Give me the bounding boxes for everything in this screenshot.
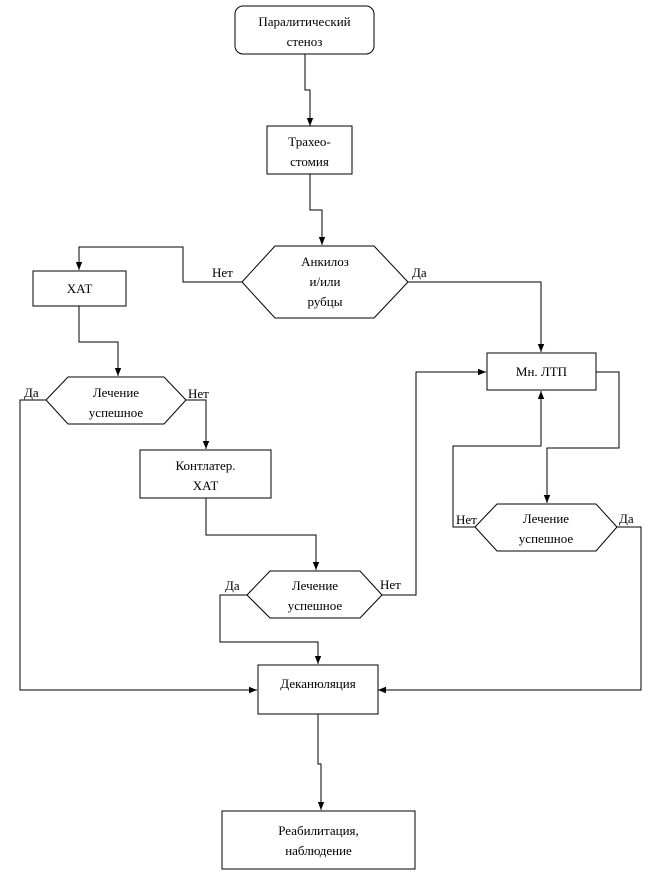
label-treatment-1-no: Нет (188, 386, 209, 401)
node-treatment-1-line-2: успешное (89, 405, 144, 420)
node-stenosis-line-2: стеноз (287, 34, 323, 49)
node-tracheostomy-line-2: стомия (290, 154, 329, 169)
node-hat: ХАТ (32, 270, 127, 307)
edge-treatment1-yes-to-decannulation (19, 399, 257, 694)
node-treatment-2-line-2: успешное (288, 598, 343, 613)
node-decannulation-line-1: Деканюляция (280, 676, 355, 691)
node-rehabilitation: Реабилитация, наблюдение (221, 810, 416, 870)
node-treatment-3-line-2: успешное (519, 531, 574, 546)
node-tracheostomy: Трахео- стомия (266, 125, 353, 175)
label-treatment-1-yes: Да (24, 385, 39, 400)
node-ankylosis: Анкилоз и/или рубцы (241, 245, 409, 319)
node-contralat-hat: Контлатер. ХАТ (139, 449, 272, 499)
edge-decannulation-to-rehabilitation (317, 714, 325, 810)
edge-mnltp-to-treatment3 (543, 371, 620, 503)
node-rehabilitation-line-2: наблюдение (285, 843, 352, 858)
edge-treatment1-no-to-contralat (186, 399, 210, 449)
node-contralat-hat-line-2: ХАТ (193, 478, 219, 493)
node-ankylosis-line-3: рубцы (308, 294, 343, 309)
node-ankylosis-line-2: и/или (310, 274, 341, 289)
edge-treatment2-yes-to-decannulation (219, 594, 322, 664)
label-ankylosis-no: Нет (212, 265, 233, 280)
node-contralat-hat-line-1: Контлатер. (176, 458, 236, 473)
node-treatment-3: Лечение успешное (474, 503, 618, 552)
node-stenosis-line-1: Паралитический (258, 14, 350, 29)
edge-labels: Нет Да Да Нет Да Нет Нет Да (24, 265, 634, 593)
label-treatment-2-no: Нет (380, 577, 401, 592)
edge-ankylosis-yes-to-mnltp (408, 281, 545, 352)
node-treatment-1-line-1: Лечение (93, 385, 139, 400)
label-treatment-2-yes: Да (225, 578, 240, 593)
connectors (19, 54, 642, 810)
label-treatment-3-yes: Да (619, 511, 634, 526)
node-rehabilitation-line-1: Реабилитация, (278, 823, 359, 838)
node-mn-ltp: Мн. ЛТП (486, 352, 597, 391)
node-treatment-3-line-1: Лечение (523, 511, 569, 526)
edge-tracheostomy-to-ankylosis (309, 174, 326, 245)
edge-treatment3-no-to-mnltp (452, 391, 545, 528)
edge-hat-to-treatment1 (78, 306, 122, 376)
node-decannulation: Деканюляция (257, 664, 379, 715)
edge-treatment2-no-to-mnltp (382, 368, 486, 596)
edge-treatment3-yes-to-decannulation (378, 526, 642, 694)
label-treatment-3-no: Нет (456, 512, 477, 527)
node-mn-ltp-line-1: Мн. ЛТП (516, 364, 567, 379)
node-ankylosis-line-1: Анкилоз (301, 254, 349, 269)
node-treatment-1: Лечение успешное (45, 376, 187, 425)
edge-contralat-to-treatment2 (205, 498, 320, 570)
label-ankylosis-yes: Да (412, 265, 427, 280)
node-tracheostomy-line-1: Трахео- (288, 134, 331, 149)
edge-ankylosis-no-to-hat (75, 246, 242, 283)
node-treatment-2-line-1: Лечение (292, 578, 338, 593)
edge-stenosis-to-tracheostomy (304, 54, 314, 126)
node-hat-line-1: ХАТ (67, 281, 93, 296)
node-treatment-2: Лечение успешное (246, 570, 383, 619)
node-stenosis: Паралитический стеноз (234, 5, 375, 55)
